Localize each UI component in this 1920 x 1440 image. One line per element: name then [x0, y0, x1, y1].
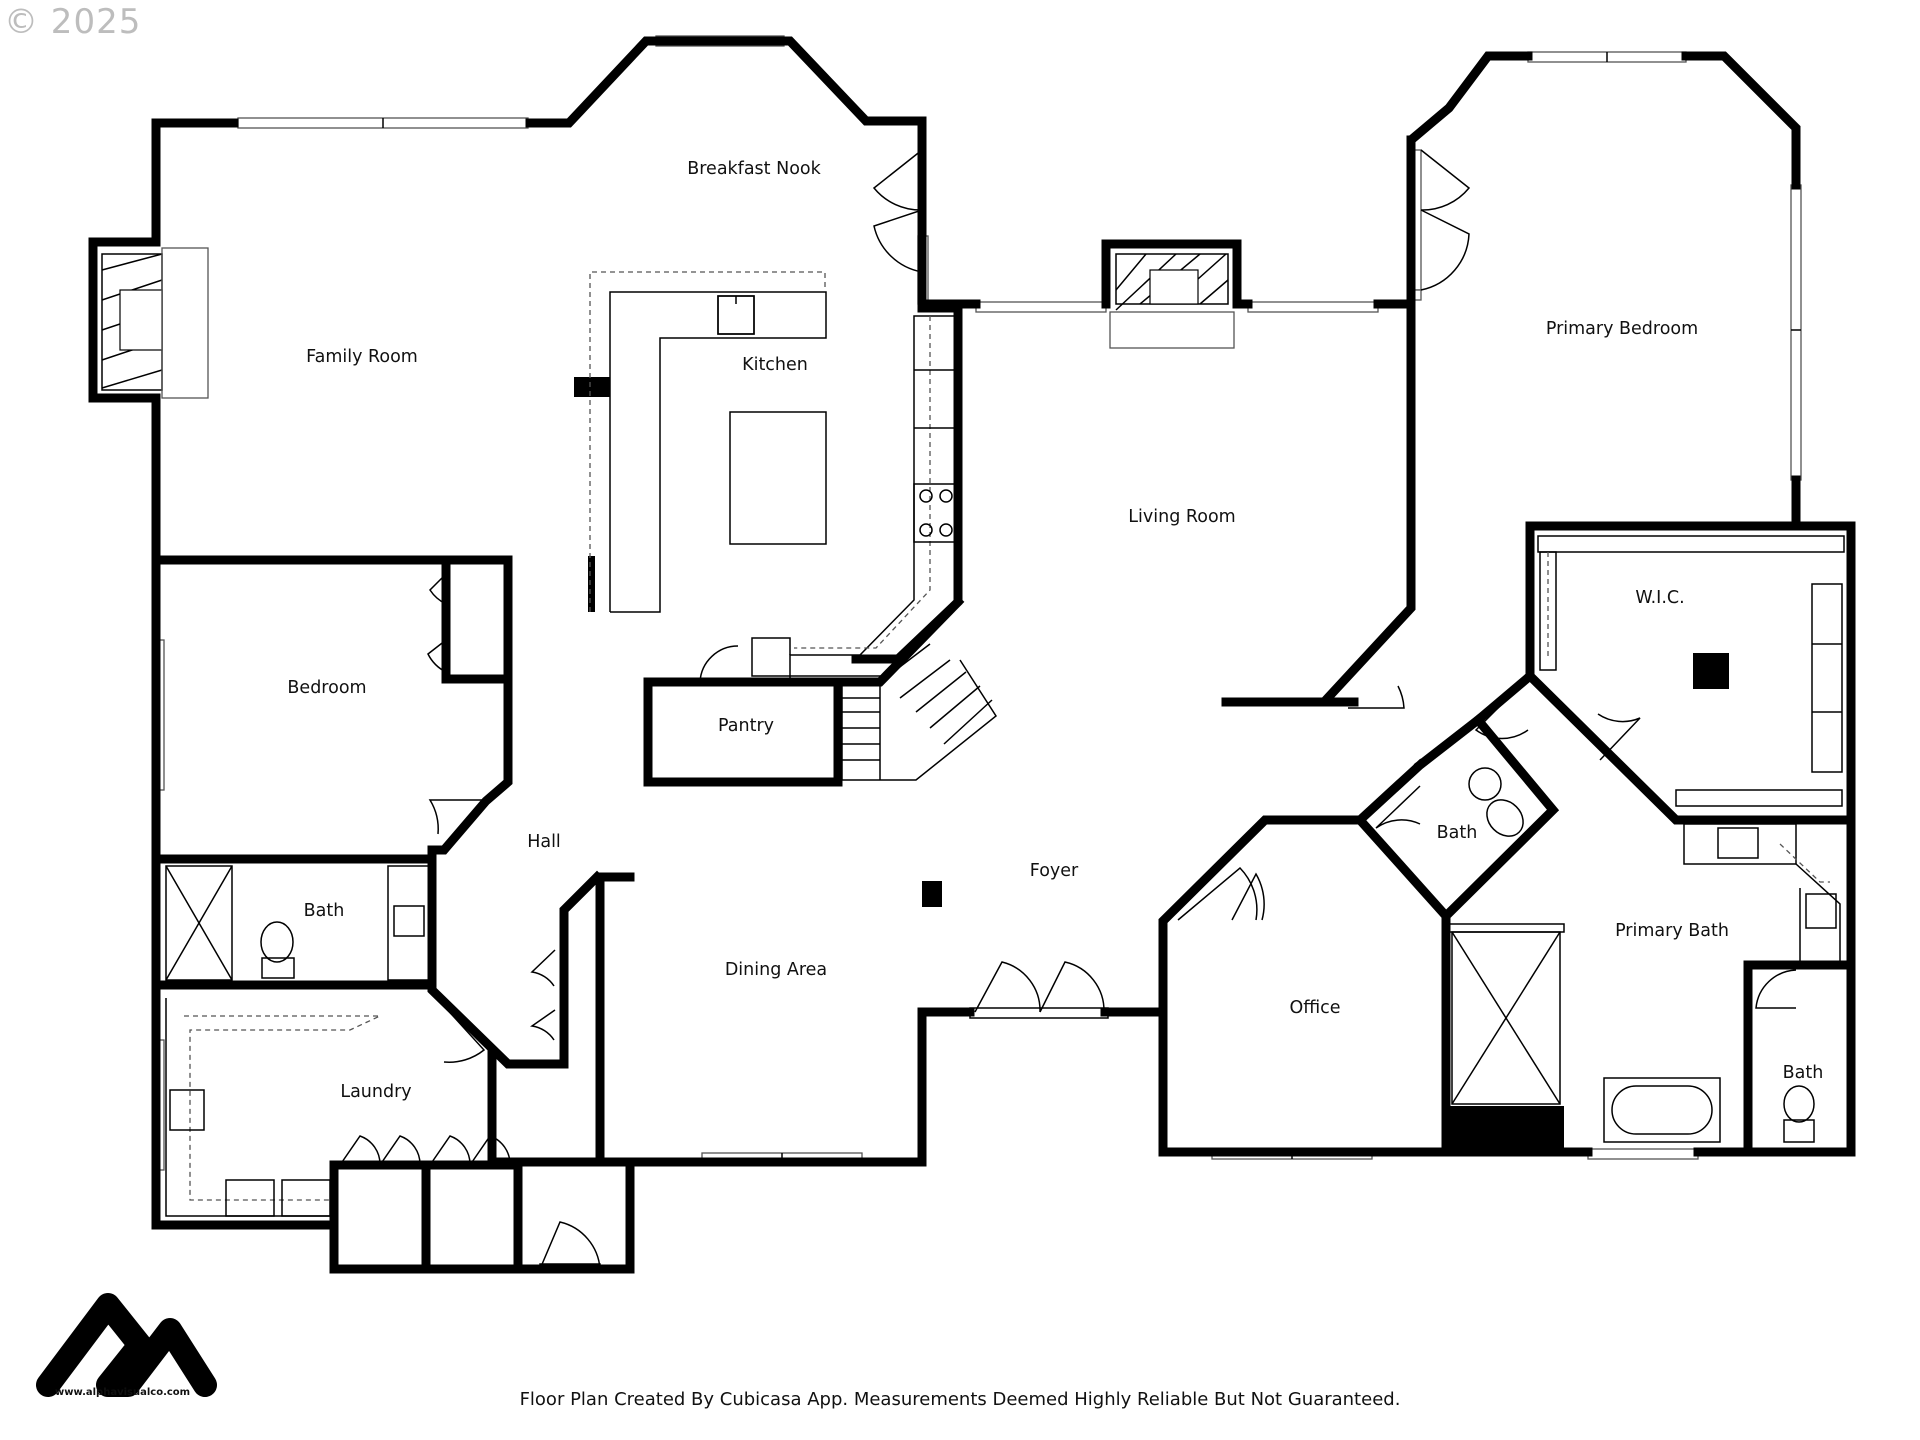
room-label-primary-bedroom: Primary Bedroom [1546, 319, 1698, 339]
bathtub-icon [1603, 1077, 1721, 1143]
room-label-bedroom: Bedroom [287, 678, 366, 698]
door-swing-icon [298, 149, 1797, 1273]
room-label-bath-left: Bath [304, 901, 345, 921]
room-label-office: Office [1289, 998, 1340, 1018]
fireplace-icon [1109, 253, 1235, 349]
room-label-family-room: Family Room [306, 347, 418, 367]
sink-icon [1683, 823, 1841, 965]
room-label-foyer: Foyer [1030, 861, 1079, 881]
toilet-icon [260, 921, 295, 979]
room-label-bath-upper: Bath [1437, 823, 1478, 843]
toilet-icon [1783, 1085, 1815, 1143]
room-label-dining-area: Dining Area [725, 960, 827, 980]
kitchen-counters [589, 271, 959, 682]
brand-url: www.alphavisualco.com [55, 1387, 191, 1398]
shower-icon [165, 865, 233, 981]
stairs [841, 643, 997, 781]
brand-logo-icon [36, 1293, 217, 1397]
room-label-primary-bath: Primary Bath [1615, 921, 1729, 941]
room-label-living-room: Living Room [1128, 507, 1235, 527]
room-label-wic: W.I.C. [1635, 588, 1684, 608]
sink-icon [387, 865, 431, 981]
windows [153, 35, 1802, 1171]
room-label-pantry: Pantry [718, 716, 774, 736]
room-label-hall: Hall [527, 832, 561, 852]
copyright-watermark: © 2025 [4, 2, 142, 42]
toilet-icon [1486, 799, 1524, 837]
sink-icon [1468, 767, 1502, 801]
room-label-laundry: Laundry [340, 1082, 411, 1102]
room-labels: Breakfast Nook Family Room Kitchen Livin… [287, 159, 1823, 1102]
room-label-bath-right: Bath [1783, 1063, 1824, 1083]
laundry-fixtures [165, 998, 381, 1217]
room-label-kitchen: Kitchen [742, 355, 808, 375]
room-label-breakfast-nook: Breakfast Nook [687, 159, 821, 179]
sink-icon [717, 295, 755, 335]
walls [88, 36, 1856, 1274]
footer-disclaimer: Floor Plan Created By Cubicasa App. Meas… [519, 1389, 1401, 1410]
wic-shelving [1537, 535, 1845, 807]
fireplace-icon [101, 247, 209, 399]
shower-icon [1445, 923, 1565, 1105]
